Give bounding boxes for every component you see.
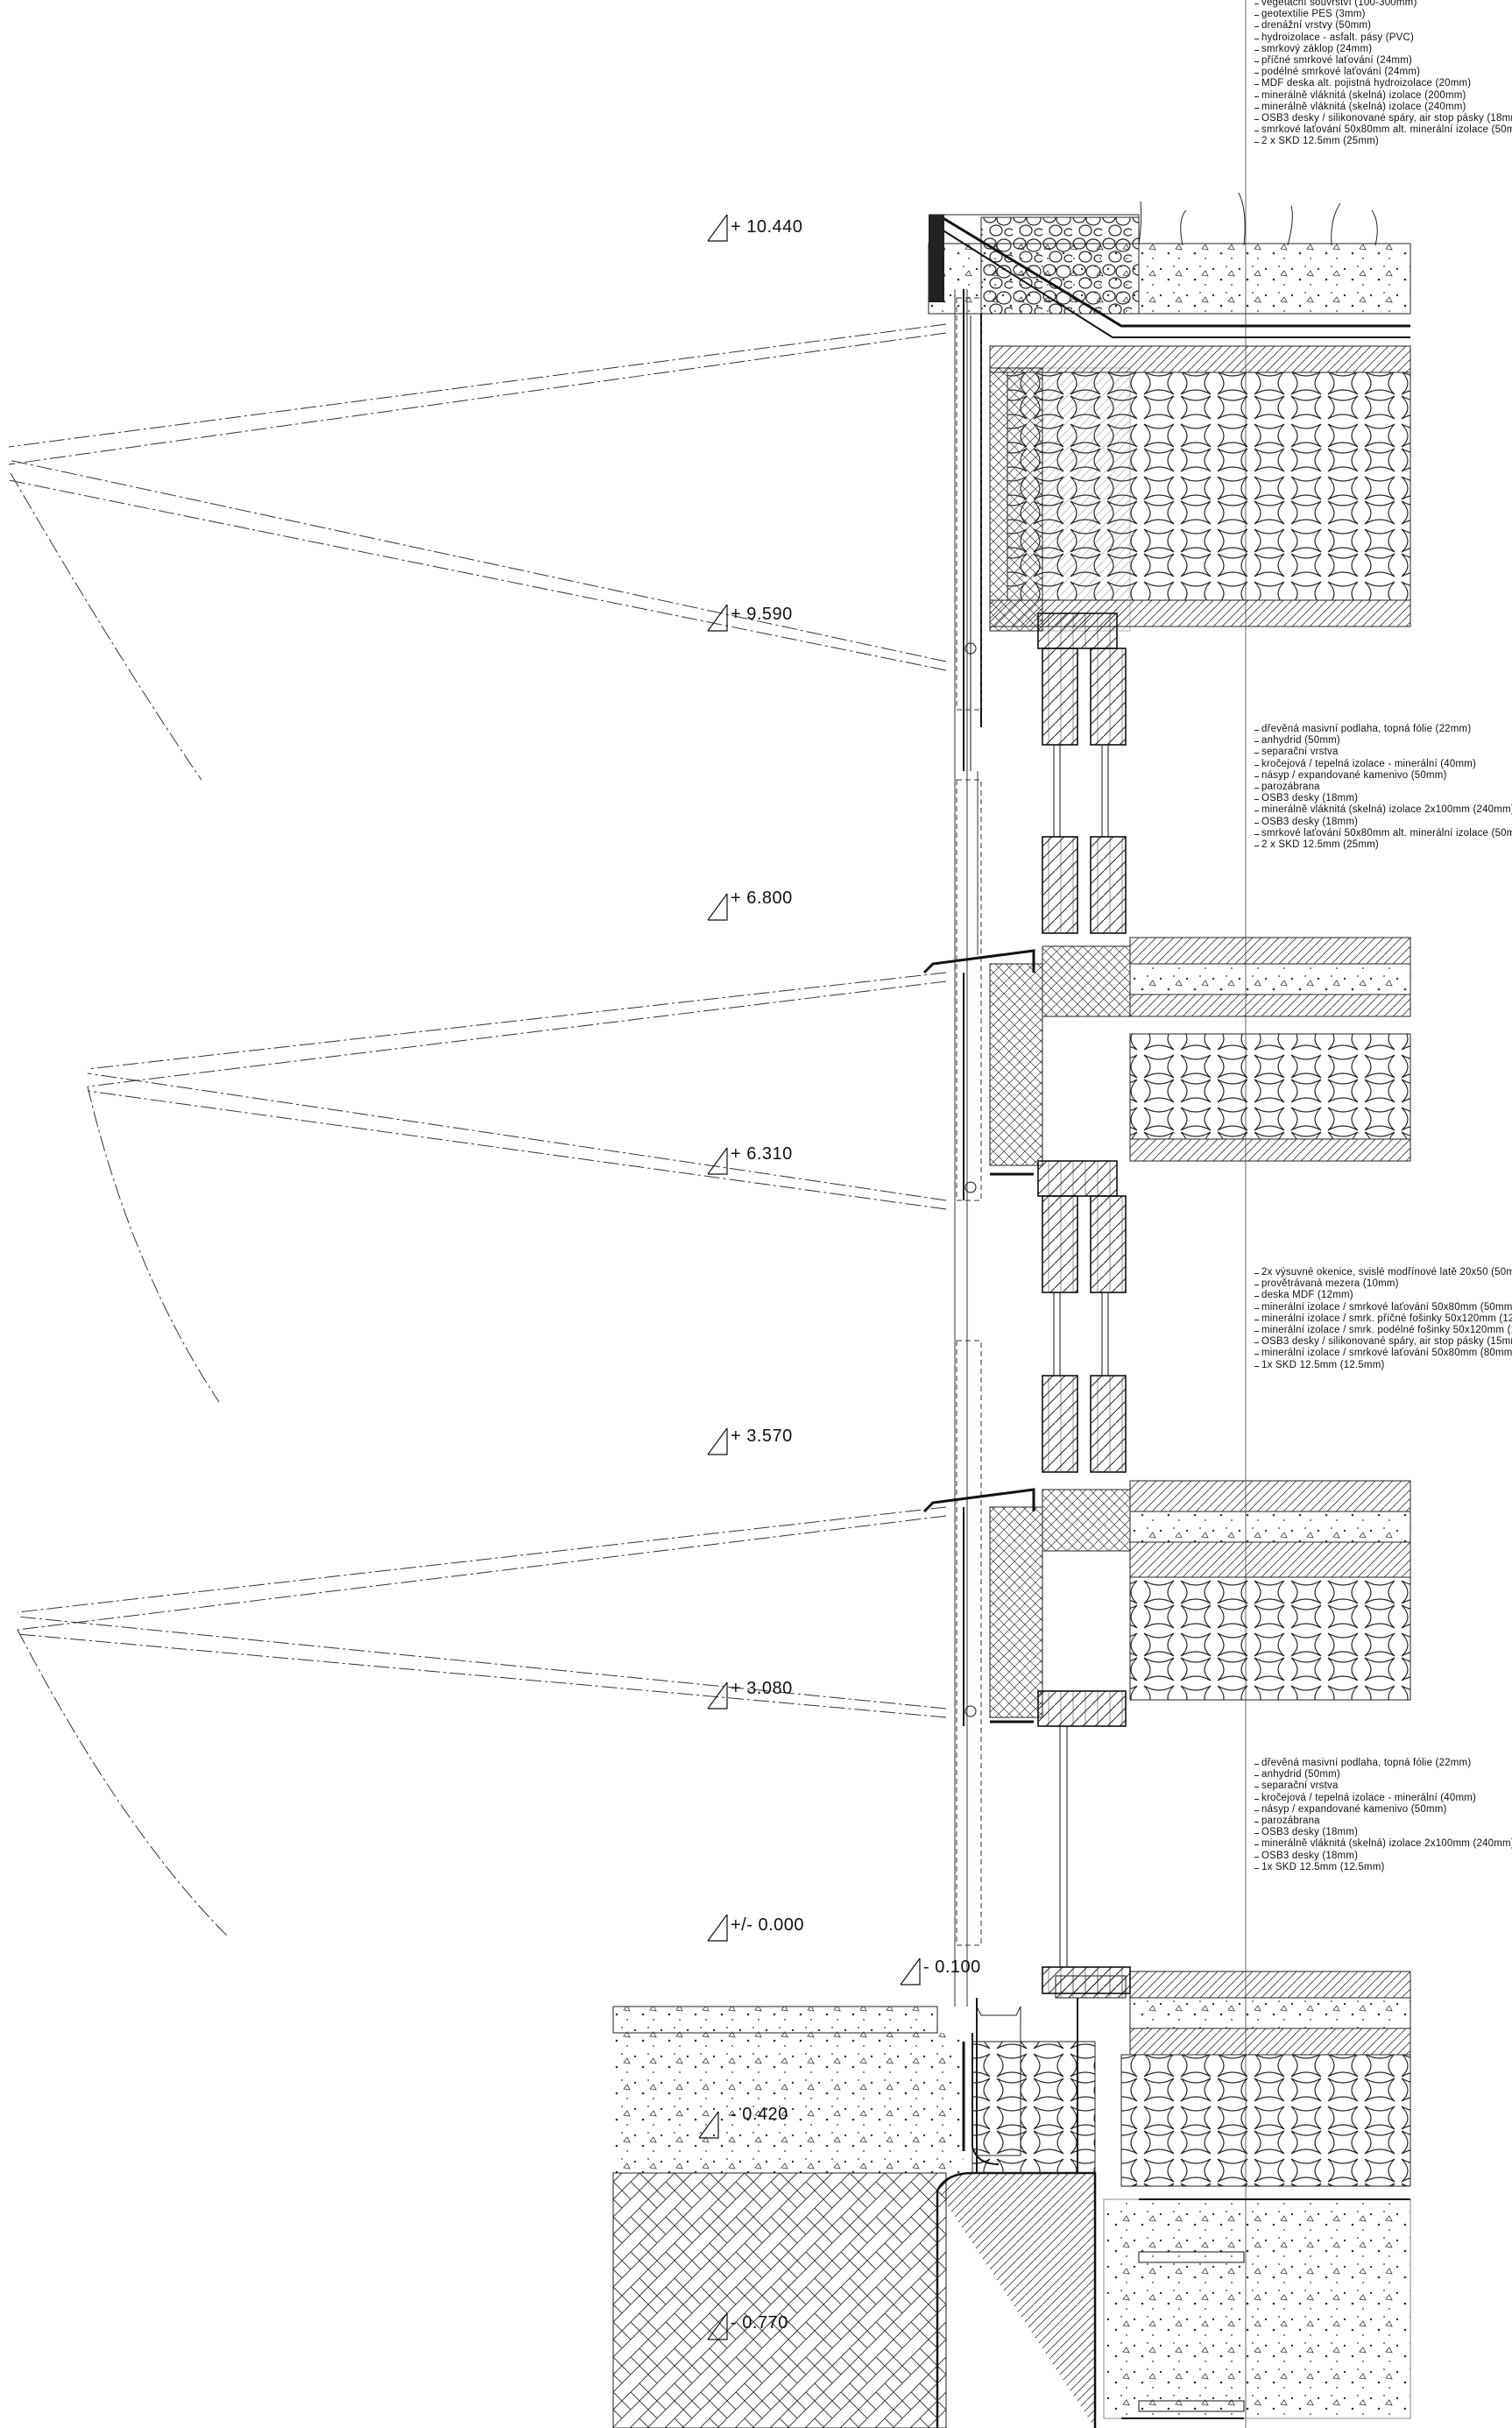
level-label: - 0.420 xyxy=(731,2105,788,2124)
legend-item: OSB3 desky / silikonované spáry, air sto… xyxy=(1254,1336,1512,1348)
legend-item: kročejová / tepelná izolace - minerální … xyxy=(1254,1793,1512,1804)
legend-item: minerálně vláknitá (skelná) izolace 2x10… xyxy=(1254,804,1512,816)
level-marks xyxy=(698,214,921,2340)
legend-item: anhydrid (50mm) xyxy=(1254,1769,1512,1780)
legend-item: minerálně vláknitá (skelná) izolace (240… xyxy=(1254,102,1512,113)
legend-item: dřevěná masivní podlaha, topná fólie (22… xyxy=(1254,1758,1512,1769)
legend-floor-upper: dřevěná masivní podlaha, topná fólie (22… xyxy=(1254,724,1512,851)
legend-item: smrkové laťování 50x80mm alt. minerální … xyxy=(1254,828,1512,839)
legend-item: 2 x SKD 12.5mm (25mm) xyxy=(1254,136,1512,147)
upper-floor-assembly xyxy=(1042,937,1411,1162)
legend-item: deska MDF (12mm) xyxy=(1254,1290,1512,1301)
level-label: + 10.440 xyxy=(731,217,803,237)
facade-wall xyxy=(922,289,1131,2007)
legend-item: parozábrana xyxy=(1254,782,1512,793)
legend-item: geotextilie PES (3mm) xyxy=(1254,9,1512,20)
legend-item: OSB3 desky (18mm) xyxy=(1254,817,1512,828)
legend-item: 1x SKD 12.5mm (12.5mm) xyxy=(1254,1360,1512,1371)
legend-floor-ground: dřevěná masivní podlaha, topná fólie (22… xyxy=(1254,1758,1512,1873)
level-label: - 0.100 xyxy=(923,1957,981,1977)
level-label: + 6.310 xyxy=(731,1144,793,1164)
legend-item: dřevěná masivní podlaha, topná fólie (22… xyxy=(1254,724,1512,735)
ground-floor-assembly xyxy=(612,1971,1411,2428)
legend-item: smrkový záklop (24mm) xyxy=(1254,44,1512,55)
legend-item: minerální izolace / smrk. příčné fošinky… xyxy=(1254,1313,1512,1325)
level-label: +/- 0.000 xyxy=(731,1915,805,1935)
legend-item: násyp / expandované kamenivo (50mm) xyxy=(1254,770,1512,782)
level-label: + 9.590 xyxy=(731,605,793,624)
legend-wall: 2x výsuvné okenice, svislé modřínové lat… xyxy=(1254,1267,1512,1371)
roof-assembly xyxy=(928,192,1411,727)
legend-item: hydroizolace - asfalt. pásy (PVC) xyxy=(1254,32,1512,44)
legend-item: minerální izolace / smrkové laťování 50x… xyxy=(1254,1302,1512,1313)
legend-item: drenážní vrstvy (50mm) xyxy=(1254,20,1512,32)
legend-item: OSB3 desky (18mm) xyxy=(1254,793,1512,804)
level-label: + 3.080 xyxy=(731,1679,793,1698)
legend-item: anhydrid (50mm) xyxy=(1254,735,1512,747)
legend-item: minerálně vláknitá (skelná) izolace 2x10… xyxy=(1254,1838,1512,1850)
legend-item: 1x SKD 12.5mm (12.5mm) xyxy=(1254,1862,1512,1873)
legend-item: 2x výsuvné okenice, svislé modřínové lat… xyxy=(1254,1267,1512,1278)
legend-item: separační vrstva xyxy=(1254,1780,1512,1792)
legend-item: OSB3 desky (18mm) xyxy=(1254,1827,1512,1838)
legend-item: příčné smrkové laťování (24mm) xyxy=(1254,55,1512,67)
legend-item: provětrávaná mezera (10mm) xyxy=(1254,1278,1512,1290)
mid-floor-assembly xyxy=(1042,1480,1411,1701)
level-label: + 6.800 xyxy=(731,888,793,908)
level-label: - 0.770 xyxy=(731,2313,788,2332)
legend-item: OSB3 desky (18mm) xyxy=(1254,1851,1512,1862)
legend-item: MDF deska alt. pojistná hydroizolace (20… xyxy=(1254,78,1512,89)
legend-item: kročejová / tepelná izolace - minerální … xyxy=(1254,759,1512,770)
legend-item: vegetační souvrství (100-300mm) xyxy=(1254,0,1512,9)
legend-item: smrkové laťování 50x80mm alt. minerální … xyxy=(1254,124,1512,136)
legend-item: minerální izolace / smrkové laťování 50x… xyxy=(1254,1348,1512,1359)
legend-roof: vegetační souvrství (100-300mm) geotexti… xyxy=(1254,0,1512,148)
level-label: + 3.570 xyxy=(731,1426,793,1446)
legend-item: podélné smrkové laťování (24mm) xyxy=(1254,67,1512,78)
legend-item: násyp / expandované kamenivo (50mm) xyxy=(1254,1804,1512,1816)
open-shutters xyxy=(8,323,947,1937)
legend-item: minerálně vláknitá (skelná) izolace (200… xyxy=(1254,90,1512,102)
legend-item: 2 x SKD 12.5mm (25mm) xyxy=(1254,839,1512,851)
legend-item: separační vrstva xyxy=(1254,747,1512,758)
legend-item: OSB3 desky / silikonované spáry, air sto… xyxy=(1254,113,1512,124)
legend-item: minerální izolace / smrk. podélné fošink… xyxy=(1254,1325,1512,1336)
legend-item: parozábrana xyxy=(1254,1816,1512,1827)
